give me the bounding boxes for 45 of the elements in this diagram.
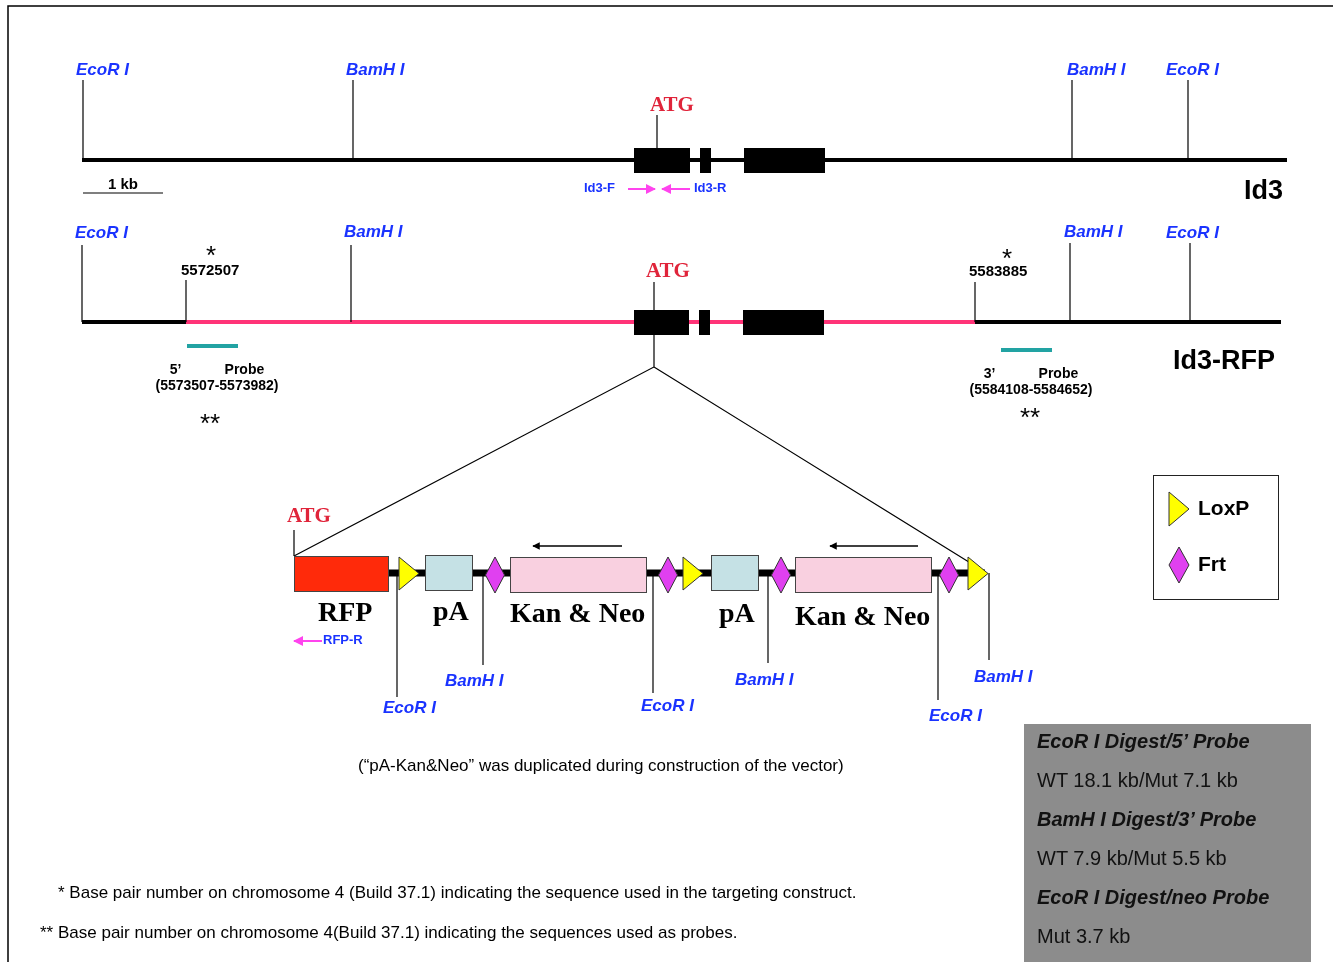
footnote-mark: **: [1020, 404, 1041, 430]
footnote-text: ** Base pair number on chromosome 4(Build 37.1) indicating the sequences used as probes.: [40, 923, 738, 943]
footnote-mark: **: [200, 410, 221, 436]
panel-text: WT 7.9 kb/Mut 5.5 kb: [1037, 847, 1227, 870]
restriction-site-label: BamH I: [1064, 222, 1123, 242]
cassette-label: Kan & Neo: [795, 600, 931, 632]
scale-label: 1 kb: [108, 175, 138, 193]
position-label: 5583885: [969, 262, 1028, 280]
start-codon-label: ATG: [287, 503, 331, 528]
restriction-site-label: EcoR I: [75, 223, 128, 243]
primer-label: Id3-R: [694, 181, 727, 196]
panel-text: Mut 3.7 kb: [1037, 925, 1131, 948]
restriction-site-label: EcoR I: [383, 698, 436, 718]
panel-heading: EcoR I Digest/5’ Probe: [1037, 730, 1250, 753]
panel-text: WT 18.1 kb/Mut 7.1 kb: [1037, 769, 1238, 792]
restriction-site-label: BamH I: [445, 671, 504, 691]
result-panel: [1024, 724, 1311, 962]
restriction-site-label: EcoR I: [641, 696, 694, 716]
note-text: (“pA-Kan&Neo” was duplicated during construction of the vector): [358, 756, 844, 776]
probe-label: 3’ Probe (5584108-5584652): [968, 365, 1094, 398]
restriction-site-label: BamH I: [1067, 60, 1126, 80]
restriction-site-label: BamH I: [974, 667, 1033, 687]
restriction-site-label: EcoR I: [1166, 60, 1219, 80]
probe-label: 5’ Probe (5573507-5573982): [154, 361, 280, 394]
restriction-site-label: EcoR I: [929, 706, 982, 726]
restriction-site-label: BamH I: [346, 60, 405, 80]
legend-label: Frt: [1198, 552, 1226, 576]
allele-name: Id3-RFP: [1173, 345, 1275, 377]
restriction-site-label: BamH I: [735, 670, 794, 690]
panel-heading: BamH I Digest/3’ Probe: [1037, 808, 1257, 831]
allele-name: Id3: [1244, 175, 1283, 207]
legend-label: LoxP: [1198, 496, 1250, 520]
cassette-label: Kan & Neo: [510, 597, 646, 629]
cassette-label: RFP: [318, 596, 373, 628]
restriction-site-label: BamH I: [344, 222, 403, 242]
footnote-text: * Base pair number on chromosome 4 (Build 37.1) indicating the sequence used in the targeting construct.: [58, 883, 857, 903]
restriction-site-label: EcoR I: [1166, 223, 1219, 243]
start-codon-label: ATG: [650, 92, 694, 117]
start-codon-label: ATG: [646, 258, 690, 283]
panel-heading: EcoR I Digest/neo Probe: [1037, 886, 1270, 909]
primer-label: Id3-F: [584, 181, 616, 196]
restriction-site-label: EcoR I: [76, 60, 129, 80]
primer-label: RFP-R: [323, 633, 363, 648]
cassette-label: pA: [719, 597, 755, 629]
cassette-label: pA: [433, 595, 469, 627]
